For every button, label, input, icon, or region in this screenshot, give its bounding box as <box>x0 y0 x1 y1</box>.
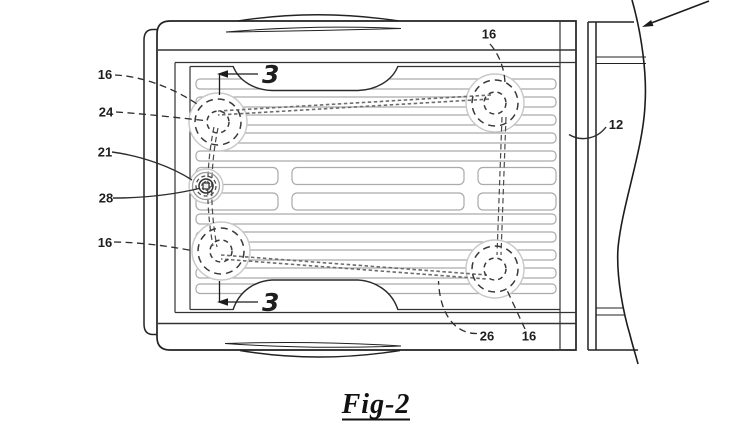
bottom-wall-bulge <box>232 279 399 311</box>
ref-label-24: 24 <box>99 105 114 120</box>
top-wall-bulge <box>232 65 399 92</box>
ref-label-28: 28 <box>99 191 113 206</box>
ref-label-16-bottom-right: 16 <box>522 329 536 344</box>
tie-down-ring-bottom-right <box>471 245 519 293</box>
rope-anchor-cleat <box>191 171 221 201</box>
section-arrow-top <box>217 70 228 78</box>
tie-down-pads <box>188 73 525 299</box>
bottom-outer-bulge <box>224 341 402 358</box>
tie-down-rings <box>194 79 519 293</box>
leader-lines-dashed <box>113 43 526 335</box>
section-marker-bottom: 3 <box>217 281 279 317</box>
ref-label-21: 21 <box>98 145 112 160</box>
leader-lines-solid <box>111 126 607 199</box>
figure-caption-text: Fig-2 <box>341 389 411 420</box>
section-arrow-bottom <box>217 298 228 306</box>
tie-down-ring-top-left <box>194 98 242 146</box>
break-line <box>616 0 647 365</box>
ref-label-12: 12 <box>609 117 623 132</box>
ref-label-16-bottom-left: 16 <box>98 235 112 250</box>
tie-down-ring-bottom-left <box>197 227 245 275</box>
ref-label-16-top-left: 16 <box>98 67 112 82</box>
adjacent-side-panel <box>587 21 646 351</box>
top-outer-bulge <box>225 14 402 33</box>
section-number-top: 3 <box>262 60 279 89</box>
tie-down-ring-top-right <box>471 79 519 127</box>
ref-label-16-top: 16 <box>482 27 496 42</box>
section-marker-top: 3 <box>217 60 279 95</box>
assembly-pointer-arrow <box>642 0 710 27</box>
section-number-bottom: 3 <box>262 288 279 317</box>
cargo-rope <box>217 94 492 280</box>
tailgate-outline <box>143 28 163 336</box>
figure-caption: Fig-2 <box>341 389 411 421</box>
bed-wall-lines <box>158 21 576 350</box>
cargo-rope-dashed-runs <box>207 116 507 256</box>
ref-label-26: 26 <box>480 329 494 344</box>
